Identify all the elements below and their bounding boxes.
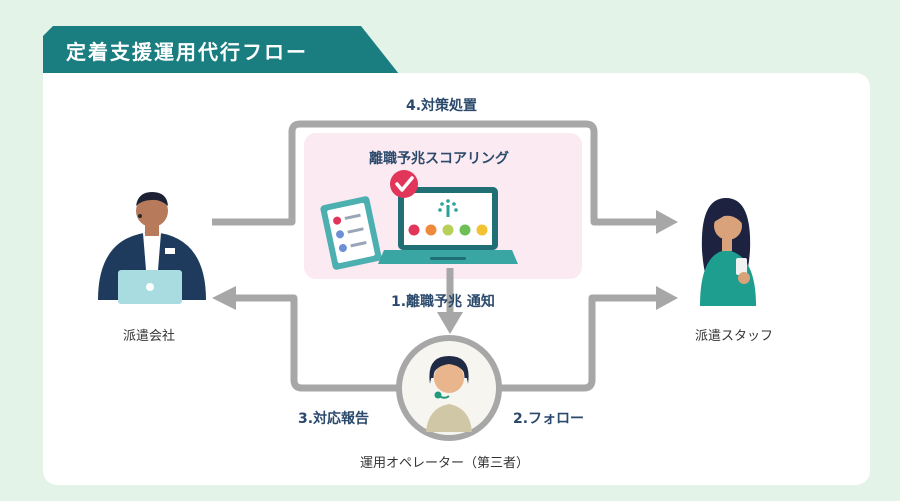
arrowhead-operator bbox=[437, 312, 463, 334]
label-notify: 1.離職予兆 通知 bbox=[391, 294, 495, 310]
arrowhead-company bbox=[212, 286, 236, 310]
arrowhead-staff-top bbox=[656, 210, 678, 234]
arrow-follow bbox=[500, 294, 660, 392]
label-report: 3.対応報告 bbox=[298, 411, 370, 427]
arrow-countermeasure bbox=[212, 120, 660, 226]
caption-operator: 運用オペレーター（第三者） bbox=[360, 456, 530, 471]
arrowhead-staff-bottom bbox=[656, 286, 678, 310]
title-tab bbox=[43, 26, 399, 74]
company-person-icon bbox=[98, 192, 206, 304]
arrow-report bbox=[234, 294, 398, 392]
clipboard-icon bbox=[320, 196, 382, 270]
operator-icon bbox=[396, 335, 502, 441]
label-follow: 2.フォロー bbox=[513, 411, 585, 427]
caption-company: 派遣会社 bbox=[123, 329, 176, 344]
laptop-icon bbox=[378, 187, 518, 264]
label-scoring-title: 離職予兆スコアリング bbox=[369, 151, 509, 167]
check-icon bbox=[390, 170, 418, 198]
page-title: 定着支援運用代行フロー bbox=[66, 40, 308, 64]
staff-person-icon bbox=[700, 198, 756, 306]
caption-staff: 派遣スタッフ bbox=[695, 329, 774, 344]
label-countermeasure: 4.対策処置 bbox=[406, 98, 478, 114]
